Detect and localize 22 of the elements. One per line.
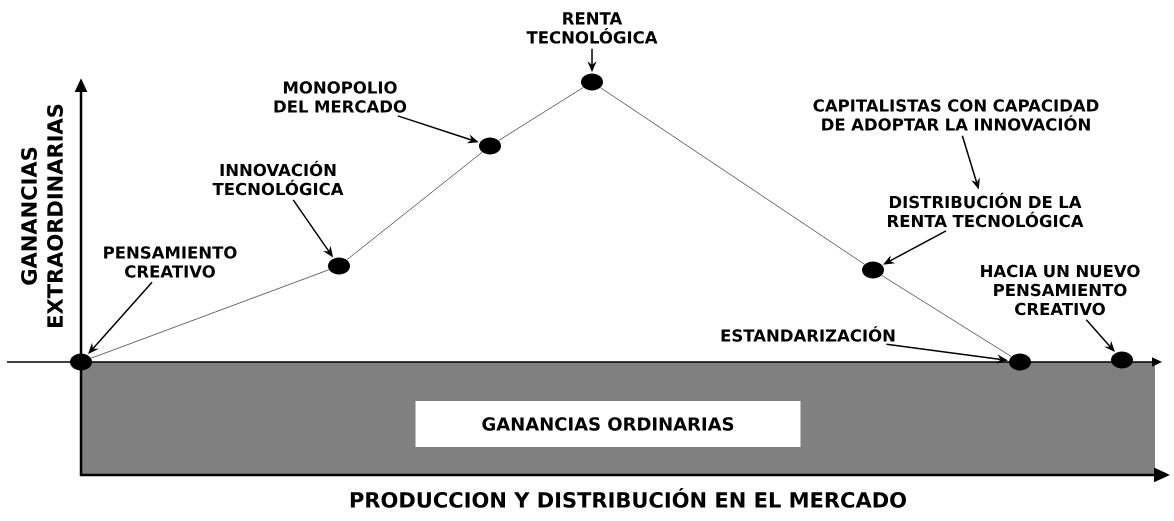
- trend-line: [600, 87, 865, 265]
- point-marker: [328, 257, 350, 275]
- stage-label: MONOPOLIO DEL MERCADO: [274, 81, 407, 113]
- label-box: GANANCIAS ORDINARIAS: [415, 401, 801, 447]
- trend-line: [90, 269, 330, 359]
- stage-label: ESTANDARIZACIÓN: [721, 326, 895, 342]
- trend-line: [346, 151, 483, 261]
- stage-label: INNOVACIÓN TECNOLÓGICA: [212, 160, 344, 196]
- stage-label: CAPITALISTAS CON CAPACIDAD DE ADOPTAR LA INNOVACIÓN: [813, 99, 1099, 131]
- axis-label: PRODUCCION Y DISTRIBUCIÓN EN EL MERCADO: [350, 488, 906, 508]
- trend-line: [881, 275, 1012, 357]
- point-marker: [1009, 353, 1031, 371]
- trend-line: [498, 87, 584, 141]
- stage-label: PENSAMIENTO CREATIVO: [104, 246, 237, 278]
- point-marker: [1111, 351, 1133, 369]
- stage-label: DISTRIBUCIÓN DE LA RENTA TECNOLÓGICA: [888, 192, 1084, 228]
- stage-label: HACIA UN NUEVO PENSAMIENTO CREATIVO: [981, 264, 1140, 316]
- point-marker: [479, 137, 501, 155]
- point-marker: [70, 353, 92, 371]
- point-marker: [862, 261, 884, 279]
- stage-label: RENTA TECNOLÓGICA: [526, 12, 658, 44]
- axis-label: GANANCIAS EXTRAORDINARIAS: [21, 104, 63, 327]
